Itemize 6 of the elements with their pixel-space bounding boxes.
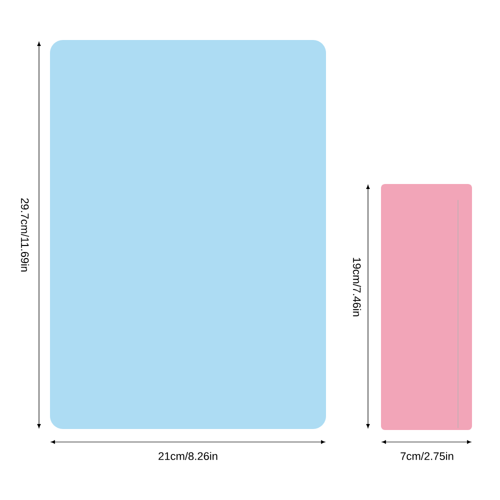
strip-drawing [381, 184, 472, 430]
dimension-label: 7cm/2.75in [400, 452, 454, 460]
dimension-label: 29.7cm/11.69in [20, 198, 30, 272]
dimension-label: 21cm/8.26in [158, 452, 218, 460]
dimension-label: 19cm/7.46in [352, 258, 362, 316]
pad-drawing [50, 40, 326, 429]
